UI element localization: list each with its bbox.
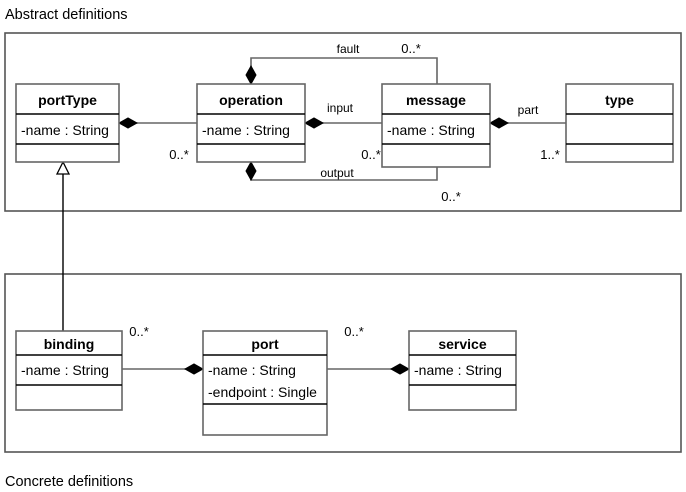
label-fault: fault: [337, 42, 360, 56]
class-name-binding: binding: [44, 336, 95, 352]
class-name-operation: operation: [219, 92, 283, 108]
class-name-port: port: [251, 336, 279, 352]
class-attribute-binding-name: -name : String: [21, 362, 109, 378]
abstract-definitions-caption: Abstract definitions: [5, 7, 128, 23]
association-porttype-operation[interactable]: 0..*: [117, 117, 197, 162]
class-attribute-service-name: -name : String: [414, 362, 502, 378]
label-input: input: [327, 101, 354, 115]
association-operation-message-output[interactable]: output 0..*: [245, 160, 461, 204]
class-box-type[interactable]: type: [565, 83, 674, 163]
class-box-service[interactable]: service -name : String: [408, 330, 517, 411]
class-box-message[interactable]: message -name : String: [381, 83, 491, 168]
association-message-type-part[interactable]: part 1..*: [488, 103, 566, 162]
multiplicity-fault: 0..*: [401, 41, 421, 56]
multiplicity-port-service: 0..*: [344, 324, 364, 339]
multiplicity-input: 0..*: [361, 147, 381, 162]
class-name-service: service: [438, 336, 486, 352]
class-box-operation[interactable]: operation -name : String: [196, 83, 306, 163]
concrete-definitions-frame: [4, 273, 682, 453]
class-name-message: message: [406, 92, 466, 108]
multiplicity-output: 0..*: [441, 189, 461, 204]
class-attribute-message-name: -name : String: [387, 122, 475, 138]
class-attribute-port-name: -name : String: [208, 362, 296, 378]
association-port-service[interactable]: 0..*: [327, 324, 411, 375]
concrete-definitions-caption: Concrete definitions: [5, 474, 133, 490]
association-operation-message-fault[interactable]: fault 0..*: [245, 41, 438, 86]
class-box-port[interactable]: port -name : String -endpoint : Single: [202, 330, 328, 436]
multiplicity-binding-port: 0..*: [129, 324, 149, 339]
class-name-type: type: [605, 92, 634, 108]
association-binding-port[interactable]: 0..*: [122, 324, 205, 375]
label-part: part: [518, 103, 539, 117]
class-attribute-port-endpoint: -endpoint : Single: [208, 384, 317, 400]
multiplicity-part: 1..*: [540, 147, 560, 162]
class-attribute-porttype-name: -name : String: [21, 122, 109, 138]
class-box-porttype[interactable]: portType -name : String: [15, 83, 120, 163]
abstract-definitions-frame: [4, 32, 682, 212]
class-box-binding[interactable]: binding -name : String: [15, 330, 123, 411]
class-attribute-operation-name: -name : String: [202, 122, 290, 138]
multiplicity-porttype-operation: 0..*: [169, 147, 189, 162]
class-name-porttype: portType: [38, 92, 97, 108]
generalization-binding-porttype[interactable]: [55, 160, 71, 331]
label-output: output: [320, 166, 354, 180]
association-operation-message-input[interactable]: input 0..*: [303, 101, 382, 162]
